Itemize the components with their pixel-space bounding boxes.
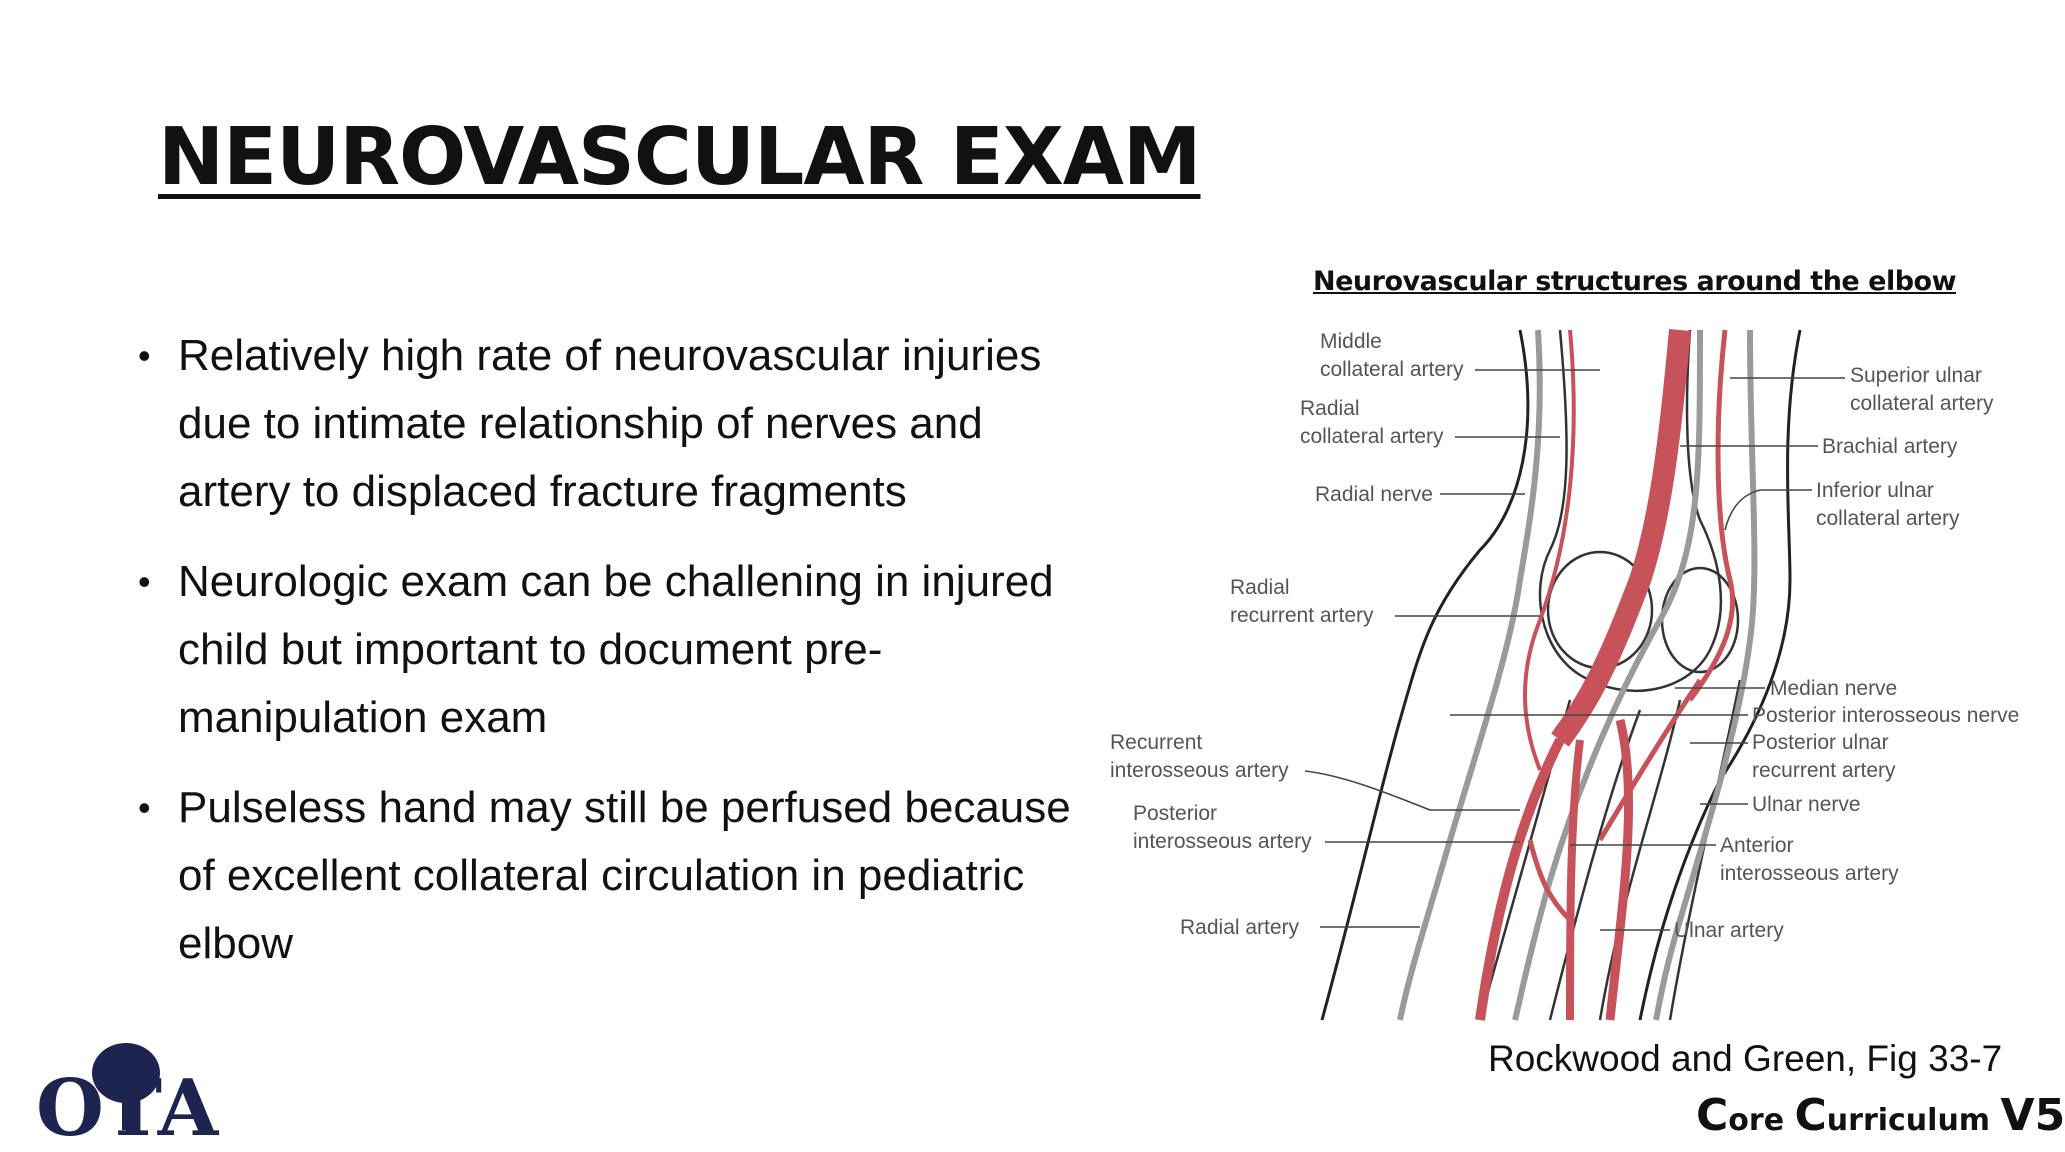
bullet-text: Relatively high rate of neurovascular in… xyxy=(178,331,1042,516)
core-curriculum-logo: Core Curriculum V5 xyxy=(1696,1090,2065,1141)
label-posterior-interosseous-nerve: Posterior interosseous nerve xyxy=(1752,704,2019,727)
bullet-text: Pulseless hand may still be perfused bec… xyxy=(178,783,1071,968)
svg-text:OTA: OTA xyxy=(36,1063,220,1152)
bullet-dot: • xyxy=(138,787,151,828)
bullet-text: Neurologic exam can be challening in inj… xyxy=(178,557,1054,742)
label-radial-artery: Radial artery xyxy=(1180,916,1300,939)
label-ulnar-artery: Ulnar artery xyxy=(1674,919,1784,942)
bullet-list: • Relatively high rate of neurovascular i… xyxy=(138,322,1078,1000)
bullet-item: • Pulseless hand may still be perfused be… xyxy=(138,774,1078,978)
bullet-item: • Relatively high rate of neurovascular i… xyxy=(138,322,1078,526)
label-ulnar-nerve: Ulnar nerve xyxy=(1752,793,1861,816)
slide-title: NEUROVASCULAR EXAM xyxy=(158,111,1201,203)
ota-logo: OTA xyxy=(36,1043,220,1152)
bullet-dot: • xyxy=(138,335,151,376)
bullet-dot: • xyxy=(138,561,151,602)
label-brachial-artery: Brachial artery xyxy=(1822,435,1958,458)
nerves xyxy=(1397,329,1758,1021)
figure-title: Neurovascular structures around the elbo… xyxy=(1313,266,1957,297)
label-radial-nerve: Radial nerve xyxy=(1315,483,1433,506)
bullet-item: • Neurologic exam can be challening in in… xyxy=(138,548,1078,752)
arteries xyxy=(1475,329,1736,1021)
label-median-nerve: Median nerve xyxy=(1770,677,1897,700)
figure-citation: Rockwood and Green, Fig 33-7 xyxy=(1488,1038,2003,1079)
